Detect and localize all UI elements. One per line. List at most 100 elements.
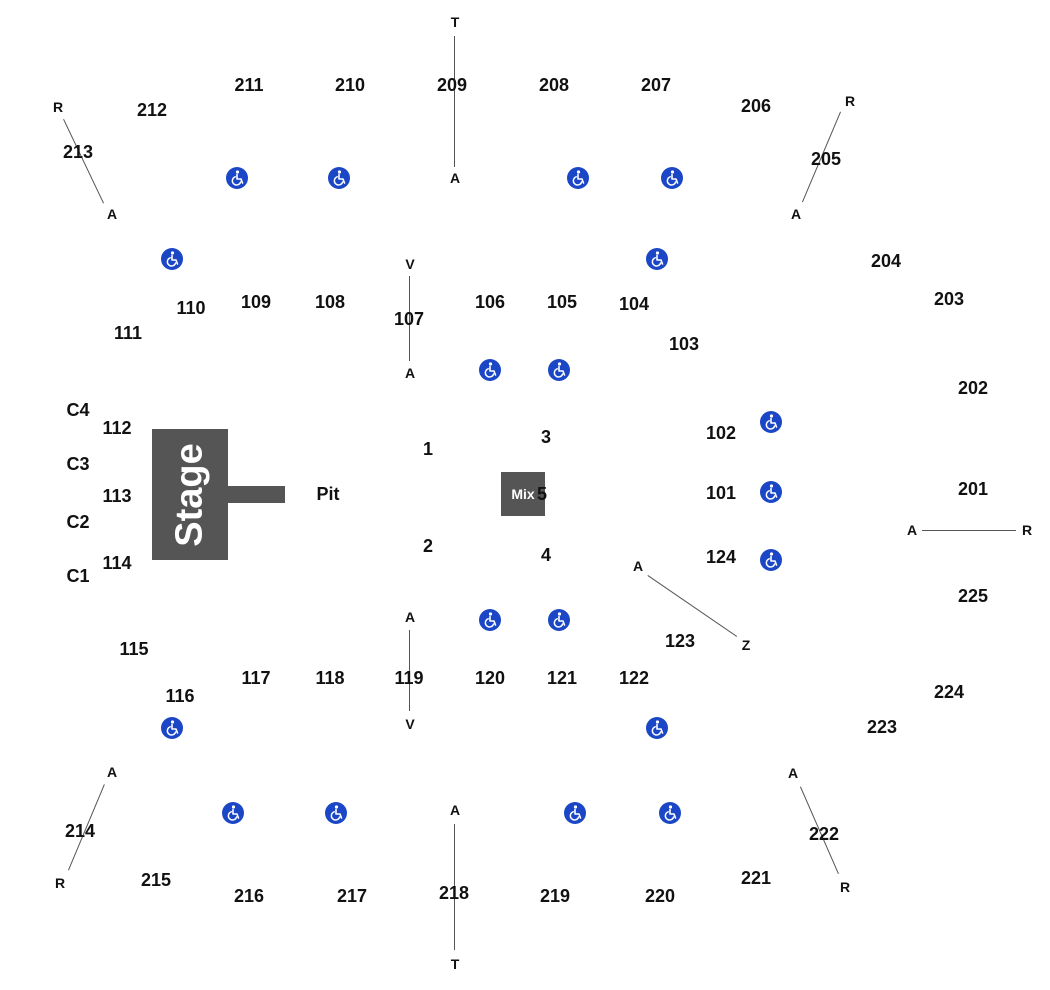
wheelchair-icon (564, 802, 586, 824)
section-101[interactable]: 101 (705, 483, 737, 503)
section-118[interactable]: 118 (315, 668, 345, 688)
club-section-c2[interactable]: C2 (66, 512, 90, 532)
wheelchair-icon (161, 248, 183, 270)
section-201[interactable]: 201 (957, 479, 989, 499)
section-202[interactable]: 202 (957, 378, 989, 398)
section-103[interactable]: 103 (668, 334, 700, 354)
section-220[interactable]: 220 (644, 886, 676, 906)
section-102[interactable]: 102 (705, 423, 737, 443)
section-213[interactable]: 213 (62, 142, 94, 162)
aisle-line (647, 575, 737, 637)
section-223[interactable]: 223 (866, 717, 898, 737)
row-marker-a: A (106, 764, 118, 780)
wheelchair-icon (226, 167, 248, 189)
club-section-c4[interactable]: C4 (66, 400, 90, 420)
row-marker-r: R (54, 875, 66, 891)
section-115[interactable]: 115 (119, 639, 149, 659)
section-212[interactable]: 212 (136, 100, 168, 120)
floor-section-2[interactable]: 2 (422, 536, 434, 556)
section-105[interactable]: 105 (546, 292, 578, 312)
row-marker-t: T (450, 14, 460, 30)
aisle-line (454, 36, 455, 167)
row-marker-a: A (449, 802, 461, 818)
mix-label: Mix (511, 486, 535, 502)
section-119[interactable]: 119 (394, 668, 424, 688)
stage[interactable]: Stage (152, 429, 228, 560)
section-124[interactable]: 124 (705, 547, 737, 567)
section-116[interactable]: 116 (165, 686, 195, 706)
section-217[interactable]: 217 (336, 886, 368, 906)
stage-runway (228, 486, 285, 503)
pit-label[interactable]: Pit (316, 484, 340, 504)
row-marker-v: V (405, 716, 415, 732)
section-216[interactable]: 216 (233, 886, 265, 906)
section-121[interactable]: 121 (546, 668, 578, 688)
section-222[interactable]: 222 (808, 824, 840, 844)
club-section-c1[interactable]: C1 (66, 566, 90, 586)
section-210[interactable]: 210 (334, 75, 366, 95)
section-221[interactable]: 221 (740, 868, 772, 888)
section-205[interactable]: 205 (810, 149, 842, 169)
section-225[interactable]: 225 (957, 586, 989, 606)
section-123[interactable]: 123 (664, 631, 696, 651)
section-113[interactable]: 113 (102, 486, 132, 506)
row-marker-r: R (52, 99, 64, 115)
section-111[interactable]: 111 (113, 323, 143, 343)
row-marker-a: A (404, 365, 416, 381)
row-marker-v: V (405, 256, 415, 272)
wheelchair-icon (646, 717, 668, 739)
section-109[interactable]: 109 (240, 292, 272, 312)
row-marker-r: R (839, 879, 851, 895)
wheelchair-icon (328, 167, 350, 189)
floor-section-4[interactable]: 4 (540, 545, 552, 565)
row-marker-t: T (450, 956, 460, 972)
section-108[interactable]: 108 (314, 292, 346, 312)
wheelchair-icon (548, 609, 570, 631)
wheelchair-icon (479, 609, 501, 631)
section-206[interactable]: 206 (740, 96, 772, 116)
section-218[interactable]: 218 (438, 883, 470, 903)
section-207[interactable]: 207 (640, 75, 672, 95)
floor-section-5[interactable]: 5 (536, 484, 548, 504)
row-marker-a: A (106, 206, 118, 222)
row-marker-a: A (449, 170, 461, 186)
wheelchair-icon (661, 167, 683, 189)
section-209[interactable]: 209 (436, 75, 468, 95)
wheelchair-icon (567, 167, 589, 189)
section-106[interactable]: 106 (474, 292, 506, 312)
section-112[interactable]: 112 (102, 418, 132, 438)
wheelchair-icon (760, 549, 782, 571)
row-marker-r: R (1021, 522, 1033, 538)
section-122[interactable]: 122 (618, 668, 650, 688)
section-211[interactable]: 211 (234, 75, 264, 95)
wheelchair-icon (659, 802, 681, 824)
row-marker-a: A (632, 558, 644, 574)
stage-label: Stage (168, 442, 211, 547)
aisle-line (922, 530, 1016, 531)
club-section-c3[interactable]: C3 (66, 454, 90, 474)
section-224[interactable]: 224 (933, 682, 965, 702)
section-203[interactable]: 203 (933, 289, 965, 309)
wheelchair-icon (760, 411, 782, 433)
section-215[interactable]: 215 (140, 870, 172, 890)
wheelchair-icon (161, 717, 183, 739)
section-219[interactable]: 219 (539, 886, 571, 906)
section-107[interactable]: 107 (393, 309, 425, 329)
section-110[interactable]: 110 (176, 298, 206, 318)
wheelchair-icon (222, 802, 244, 824)
floor-section-3[interactable]: 3 (540, 427, 552, 447)
row-marker-a: A (906, 522, 918, 538)
section-120[interactable]: 120 (474, 668, 506, 688)
section-104[interactable]: 104 (618, 294, 650, 314)
section-204[interactable]: 204 (870, 251, 902, 271)
row-marker-a: A (787, 765, 799, 781)
row-marker-a: A (404, 609, 416, 625)
section-114[interactable]: 114 (102, 553, 132, 573)
wheelchair-icon (479, 359, 501, 381)
section-214[interactable]: 214 (64, 821, 96, 841)
section-208[interactable]: 208 (538, 75, 570, 95)
row-marker-z: Z (741, 637, 751, 653)
section-117[interactable]: 117 (241, 668, 271, 688)
floor-section-1[interactable]: 1 (422, 439, 434, 459)
